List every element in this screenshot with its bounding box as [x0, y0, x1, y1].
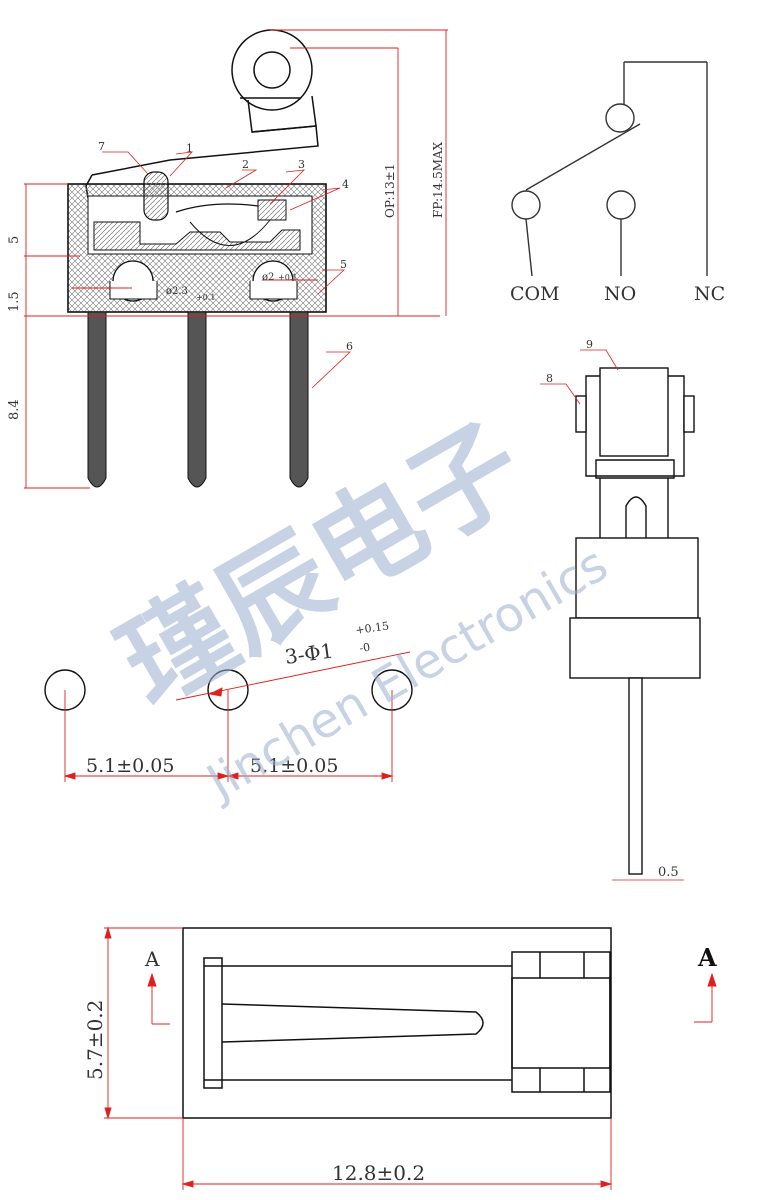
- dim-pitch-1: 5.1±0.05: [86, 755, 174, 777]
- dim-hole-a: ø2.3: [166, 286, 188, 297]
- callout-5: 5: [340, 258, 347, 271]
- front-view: [569, 367, 701, 875]
- watermark: 瑾辰电子 Jinchen Electronics: [99, 400, 617, 812]
- circuit-schematic: [511, 61, 708, 277]
- callout-2: 2: [242, 158, 249, 171]
- callout-4: 4: [342, 178, 349, 191]
- side-view: 7 1 2 3 4 5 6 5 1.5 8.4 OP:13±1 FP:14.5M…: [7, 29, 448, 489]
- dim-width: 5.7±0.2: [83, 1000, 107, 1080]
- roller-lever: [85, 29, 319, 199]
- terminal-no-label: NO: [604, 283, 636, 305]
- dim-height-8-4: 8.4: [7, 399, 22, 420]
- callout-8: 8: [546, 372, 553, 385]
- dim-hole-b: ø2: [262, 272, 274, 283]
- callout-7: 7: [98, 140, 105, 153]
- terminal-nc-label: NC: [694, 283, 725, 305]
- terminal-com-label: COM: [510, 283, 560, 305]
- dim-pitch-2: 5.1±0.05: [250, 755, 338, 777]
- callout-6: 6: [346, 340, 353, 353]
- dim-fp: FP:14.5MAX: [431, 141, 445, 218]
- section-a-left: A: [144, 947, 160, 971]
- callout-3: 3: [298, 158, 305, 171]
- side-dimension-lines: [24, 29, 448, 489]
- dim-hole-tol-up: +0.15: [355, 619, 390, 637]
- pcb-hole-pattern: [44, 651, 413, 782]
- terminal-pins: [87, 311, 309, 488]
- dim-pin-width: 0.5: [658, 865, 679, 880]
- dim-length: 12.8±0.2: [332, 1161, 425, 1185]
- top-dimension-lines: [104, 926, 717, 1190]
- section-a-right: A: [697, 943, 717, 972]
- dim-hole-tol-down: -0: [359, 641, 371, 655]
- dim-op: OP:13±1: [383, 164, 397, 219]
- front-callouts: [540, 349, 684, 881]
- callout-9: 9: [586, 338, 593, 351]
- dim-hole-a-tol: +0.1: [196, 293, 215, 302]
- callout-1: 1: [186, 142, 193, 155]
- watermark-chinese: 瑾辰电子: [99, 400, 544, 731]
- dim-hole-b-tol: +0.1: [278, 273, 297, 282]
- switch-body: [67, 171, 327, 313]
- top-view: [182, 927, 612, 1119]
- dim-height-5: 5: [7, 236, 22, 244]
- callout-leaders: [102, 151, 352, 389]
- dim-height-1-5: 1.5: [7, 291, 22, 312]
